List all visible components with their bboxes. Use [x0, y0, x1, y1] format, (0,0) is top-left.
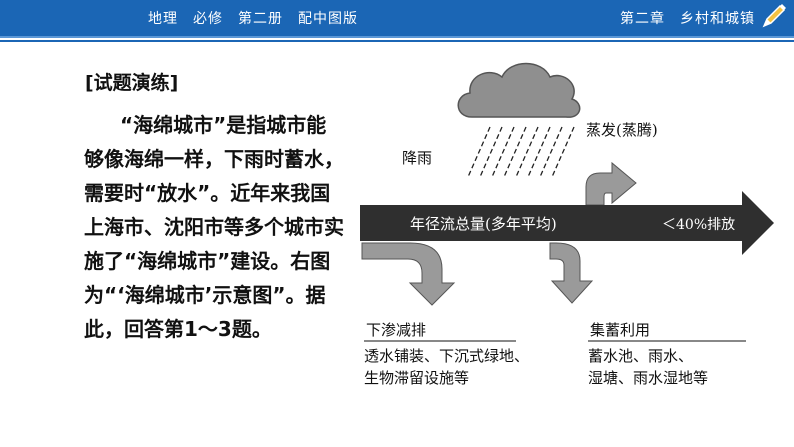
rain-label: 降雨: [402, 149, 432, 167]
discharge-label: ＜40%排放: [662, 217, 735, 233]
header-stripes: [0, 36, 794, 42]
cloud-icon: [457, 62, 581, 118]
question-paragraph: “海绵城市”是指城市能够像海绵一样，下雨时蓄水，需要时“放水”。近年来我国上海市…: [84, 108, 346, 346]
storage-arrow: [549, 242, 594, 304]
header-right-title: 第二章 乡村和城镇: [620, 11, 755, 27]
storage-line1: 蓄水池、雨水、: [588, 347, 693, 365]
sponge-city-diagram: 降雨 蒸发(蒸腾) 年径流总量(多年平均) ＜40%排放 下渗减排 透水铺装、下…: [360, 62, 774, 387]
rain-streaks: [467, 126, 575, 178]
infiltration-line1: 透水铺装、下沉式绿地、: [364, 347, 529, 365]
infiltration-line2: 生物滞留设施等: [364, 369, 469, 387]
header-bar: 地理 必修 第二册 配中图版 第二章 乡村和城镇: [0, 0, 794, 36]
storage-line2: 湿塘、雨水湿地等: [588, 369, 708, 387]
question-text: “海绵城市”是指城市能够像海绵一样，下雨时蓄水，需要时“放水”。近年来我国上海市…: [84, 113, 344, 341]
evaporation-label: 蒸发(蒸腾): [586, 121, 658, 139]
pencil-icon: [762, 4, 786, 28]
section-title: [试题演练]: [85, 72, 179, 94]
infiltration-arrow: [361, 242, 456, 306]
main-flow-arrow: [360, 191, 774, 255]
main-flow-label: 年径流总量(多年平均): [410, 215, 557, 233]
header-left-title: 地理 必修 第二册 配中图版: [148, 11, 358, 27]
storage-title: 集蓄利用: [590, 321, 650, 339]
evaporation-arrow: [585, 161, 637, 206]
infiltration-title: 下渗减排: [366, 321, 426, 339]
